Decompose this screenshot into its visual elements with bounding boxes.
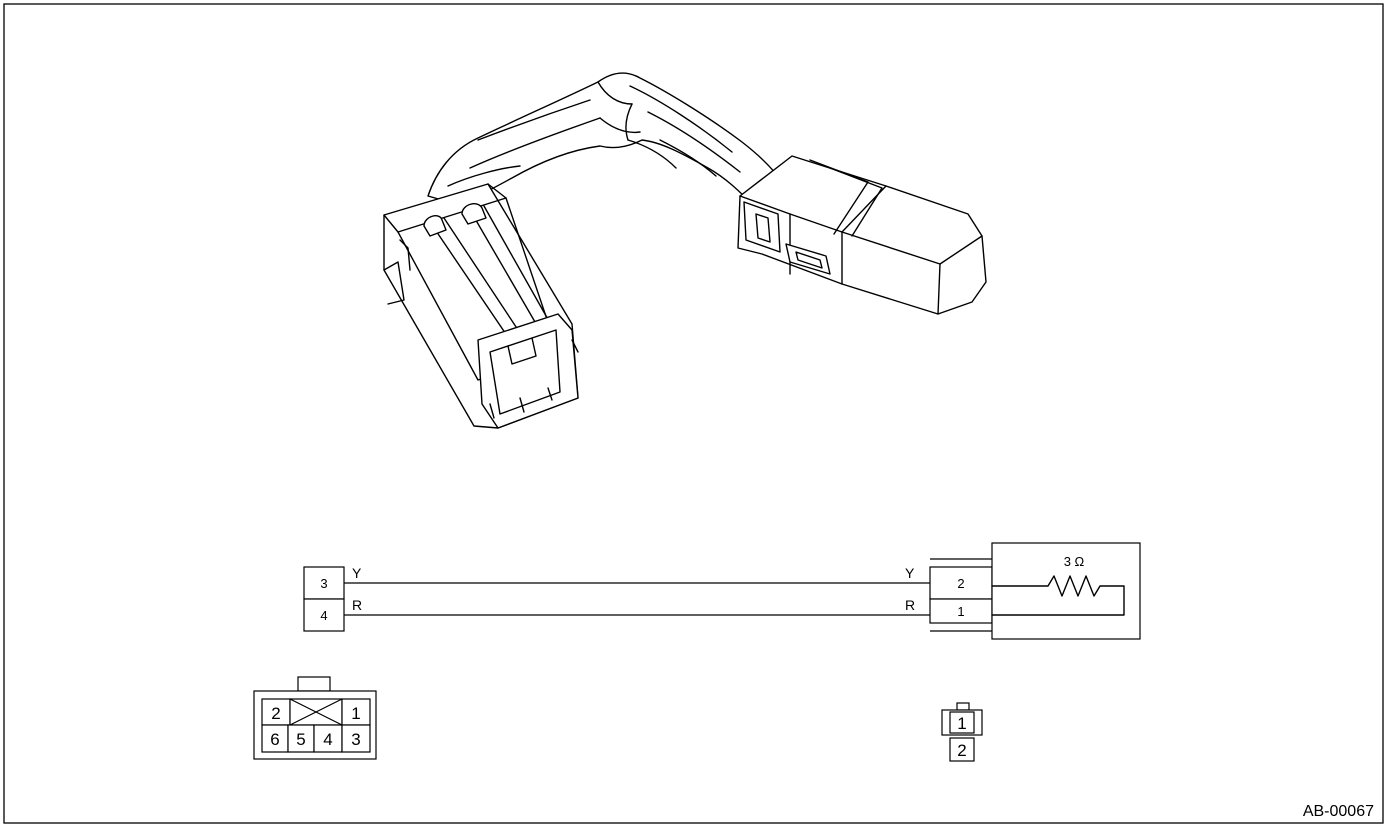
right-face-pin-label: 2	[957, 741, 966, 760]
schematic: 3 4 Y R Y R 2 1 3 Ω	[303, 542, 1141, 640]
left-face-cell	[341, 724, 371, 753]
harness-illustration	[383, 72, 987, 429]
left-face-pin-label: 1	[351, 704, 360, 723]
harness-cable	[427, 72, 783, 205]
left-pin-4-label: 4	[320, 608, 327, 623]
left-face-cell	[313, 724, 343, 753]
wire-color-right-top: Y	[905, 565, 915, 581]
left-face-cell	[261, 724, 289, 753]
face-view-right-connector: 1 2	[941, 702, 983, 762]
wire-color-right-bottom: R	[905, 597, 915, 613]
face-view-left-connector: 2 1 6 5 4 3	[253, 676, 377, 760]
left-face-pin-label: 3	[351, 730, 360, 749]
resistor-component-box	[991, 542, 1141, 640]
left-face-pin-label: 5	[296, 730, 305, 749]
left-face-cell	[287, 724, 315, 753]
right-pin-1-label: 1	[957, 604, 964, 619]
right-face-cell	[949, 711, 975, 734]
right-pin-2-label: 2	[957, 576, 964, 591]
left-face-pin-label: 6	[270, 730, 279, 749]
right-face-pin-label: 1	[957, 714, 966, 733]
left-face-cell	[341, 698, 371, 726]
left-face-cross-2	[289, 698, 343, 726]
frame-border	[3, 3, 1384, 824]
left-face-pin-label: 4	[323, 730, 332, 749]
wire-color-left-bottom: R	[352, 597, 362, 613]
resistor-symbol	[991, 575, 1125, 616]
right-face-cell	[949, 737, 975, 762]
left-face-latch	[297, 676, 331, 692]
left-pin-box-4	[303, 598, 345, 632]
figure-id-label: AB-00067	[1303, 803, 1374, 820]
left-face-pin-label: 2	[271, 704, 280, 723]
resistor-value-label: 3 Ω	[1064, 554, 1085, 569]
right-face-latch	[956, 702, 970, 711]
harness-connector-left	[383, 183, 579, 429]
harness-connector-right	[737, 155, 987, 315]
left-pin-3-label: 3	[320, 576, 327, 591]
wire-color-left-top: Y	[352, 565, 362, 581]
